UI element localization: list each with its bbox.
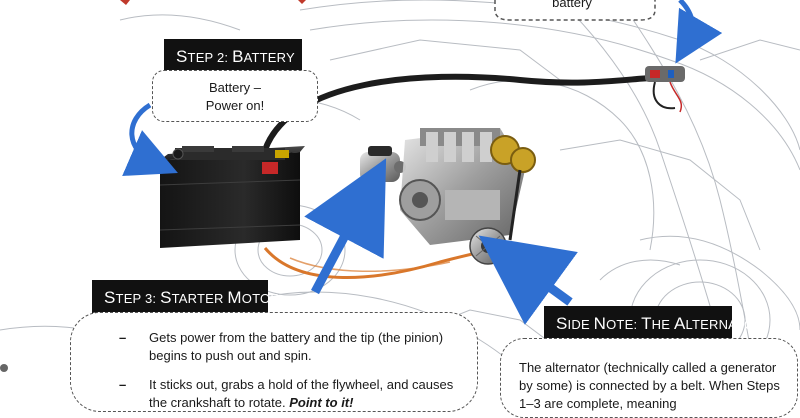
step3-bullet-1: – Gets power from the battery and the ti… [119,329,463,365]
ignition-switch [645,66,685,113]
step2-note-line1: Battery – [208,80,262,95]
left-edge-mark [0,364,8,372]
step3-bullet-1-text: Gets power from the battery and the tip … [149,330,444,363]
alternator [469,227,507,265]
side-note-box: The alternator (technically called a gen… [500,338,798,418]
top-note-border [494,0,656,21]
step3-bullet-2: – It sticks out, grabs a hold of the fly… [119,376,463,412]
bullet-marker: – [119,377,127,392]
diagram-canvas: battery [0,0,800,400]
step2-note-line2: Power on! [205,98,265,113]
arrow-to-ignition [675,0,723,64]
step2-note: Battery – Power on! [152,70,318,122]
arrow-to-starter [304,158,387,295]
step3-note: – Gets power from the battery and the ti… [70,312,478,412]
step3-title-label: STEP 3: STARTER MOTOR [92,280,280,318]
side-note-title-label: SIDE NOTE: THE ALTERNATOR [544,306,764,344]
side-note-body: The alternator (technically called a gen… [519,360,780,411]
heading-fragment [120,0,306,5]
step3-bullet-2-emphasis: Point to it! [289,395,354,410]
arrow-to-battery [122,102,178,176]
arrow-to-alternator [478,235,578,325]
top-note-text: battery [552,0,592,10]
starter-motor [360,146,406,182]
orange-cable-lower [289,257,451,273]
engine-block [399,128,536,245]
car-battery [159,146,305,248]
bullet-marker: – [119,330,127,345]
